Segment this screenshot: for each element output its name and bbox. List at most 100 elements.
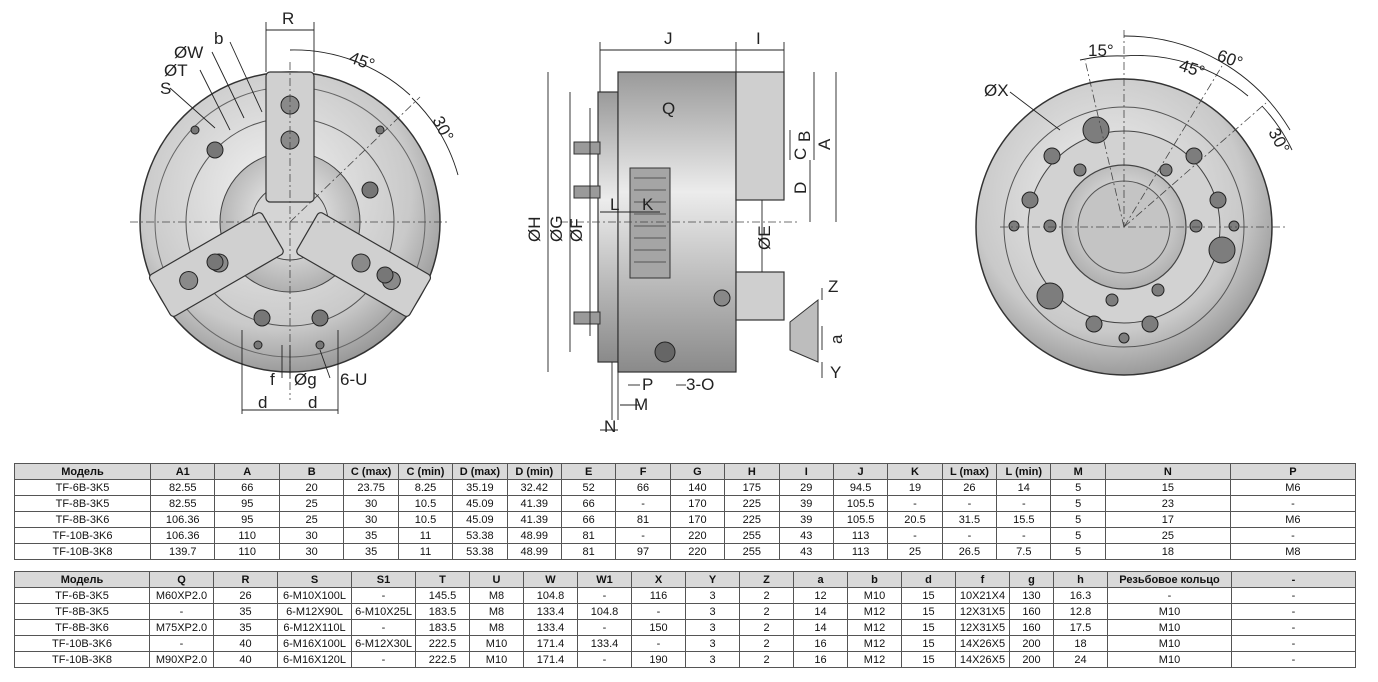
table-cell: - <box>887 495 943 512</box>
header-cell: D (max) <box>452 463 508 480</box>
side-view: J I Q B A C D ØH ØG ØF ØE L K P 3-O M N … <box>525 29 846 436</box>
table-cell: 104.8 <box>577 603 632 620</box>
label-N: N <box>604 417 616 436</box>
table-cell: TF-6B-3K5 <box>14 479 151 496</box>
table-cell: - <box>1229 527 1357 544</box>
table-cell: - <box>615 527 671 544</box>
table-cell: - <box>996 527 1052 544</box>
label-S: S <box>160 79 171 98</box>
label-15: 15° <box>1088 41 1114 60</box>
label-g: Øg <box>294 370 317 389</box>
label-G: ØG <box>547 216 566 242</box>
table-cell: 11 <box>397 543 454 560</box>
label-C: C <box>791 148 810 160</box>
table-cell: M8 <box>469 587 524 604</box>
label-F: ØF <box>567 218 586 242</box>
label-b: b <box>214 29 223 48</box>
table-cell: 104.8 <box>523 587 578 604</box>
header-cell: L (min) <box>996 463 1052 480</box>
table-cell: - <box>1107 587 1232 604</box>
table-cell: 35 <box>213 619 278 636</box>
table-cell: - <box>577 587 632 604</box>
table-cell: - <box>941 527 998 544</box>
label-O: 3-O <box>686 375 714 394</box>
table-cell: 171.4 <box>523 651 578 668</box>
table-cell: 82.55 <box>149 479 216 496</box>
table-cell: 19 <box>887 479 943 496</box>
table-cell: 2 <box>739 587 794 604</box>
table-cell: 2 <box>739 603 794 620</box>
table-cell: 3 <box>685 635 740 652</box>
header-cell: L (max) <box>941 463 998 480</box>
label-Y: Y <box>830 363 841 382</box>
table-cell: 5 <box>1050 511 1106 528</box>
table-cell: 14 <box>996 479 1052 496</box>
table-cell: 105.5 <box>832 495 889 512</box>
table-cell: 12X31X5 <box>955 619 1010 636</box>
table-cell: 200 <box>1009 651 1054 668</box>
table-cell: 220 <box>669 527 726 544</box>
table-cell: 29 <box>778 479 834 496</box>
label-R: R <box>282 9 294 28</box>
table-cell: TF-8B-3K5 <box>14 495 151 512</box>
label-f: f <box>270 370 275 389</box>
table-cell: - <box>887 527 943 544</box>
table-cell: 66 <box>214 479 280 496</box>
spec-table-1: Модель A1 A B C (max) C (min) D (max) D … <box>14 463 1357 560</box>
table-cell: 6-M12X30L <box>351 635 416 652</box>
label-D: D <box>791 182 810 194</box>
table-cell: 150 <box>631 619 686 636</box>
table-cell: 190 <box>631 651 686 668</box>
table-cell: 14X26X5 <box>955 635 1010 652</box>
table-cell: - <box>1229 495 1357 512</box>
table-cell: M12 <box>847 603 902 620</box>
table-cell: 3 <box>685 587 740 604</box>
table-cell: 20.5 <box>887 511 943 528</box>
table-cell: 66 <box>560 495 617 512</box>
table-cell: 222.5 <box>415 651 470 668</box>
table-cell: 133.4 <box>577 635 632 652</box>
header-cell: B <box>278 463 345 480</box>
header-cell: J <box>832 463 889 480</box>
table-cell: 81 <box>615 511 671 528</box>
table-cell: - <box>631 603 686 620</box>
header-cell: E <box>560 463 617 480</box>
table-cell: 82.55 <box>149 495 216 512</box>
table-cell: 220 <box>669 543 726 560</box>
table-cell: 17 <box>1104 511 1231 528</box>
header-cell: S1 <box>351 571 416 588</box>
label-d-right: d <box>308 393 317 412</box>
table-cell: 15 <box>1104 479 1231 496</box>
header-cell: h <box>1053 571 1108 588</box>
table-cell: - <box>577 651 632 668</box>
header-cell: T <box>415 571 470 588</box>
table-cell: 105.5 <box>832 511 889 528</box>
table-cell: 15 <box>901 619 956 636</box>
table-cell: 43 <box>778 527 834 544</box>
label-I: I <box>756 29 761 48</box>
header-cell: A1 <box>149 463 216 480</box>
label-K: K <box>642 195 654 214</box>
table-cell: 6-M16X120L <box>277 651 352 668</box>
label-d-left: d <box>258 393 267 412</box>
table-cell: 35 <box>213 603 278 620</box>
table-cell: - <box>149 635 214 652</box>
table-cell: 81 <box>560 543 617 560</box>
technical-drawing: R b ØW ØT S 45° 30° f Øg 6-U d d <box>130 9 1293 436</box>
label-A: A <box>815 138 834 150</box>
table-cell: 2 <box>739 651 794 668</box>
table-cell: 183.5 <box>415 603 470 620</box>
header-cell: b <box>847 571 902 588</box>
table-cell: 15 <box>901 603 956 620</box>
table-cell: 24 <box>1053 651 1108 668</box>
table-cell: M10 <box>847 587 902 604</box>
table-cell: 53.38 <box>452 543 508 560</box>
table-cell: M12 <box>847 635 902 652</box>
table-cell: 94.5 <box>832 479 889 496</box>
label-a: a <box>827 334 846 344</box>
table-cell: 113 <box>832 527 889 544</box>
table-cell: - <box>1231 603 1356 620</box>
